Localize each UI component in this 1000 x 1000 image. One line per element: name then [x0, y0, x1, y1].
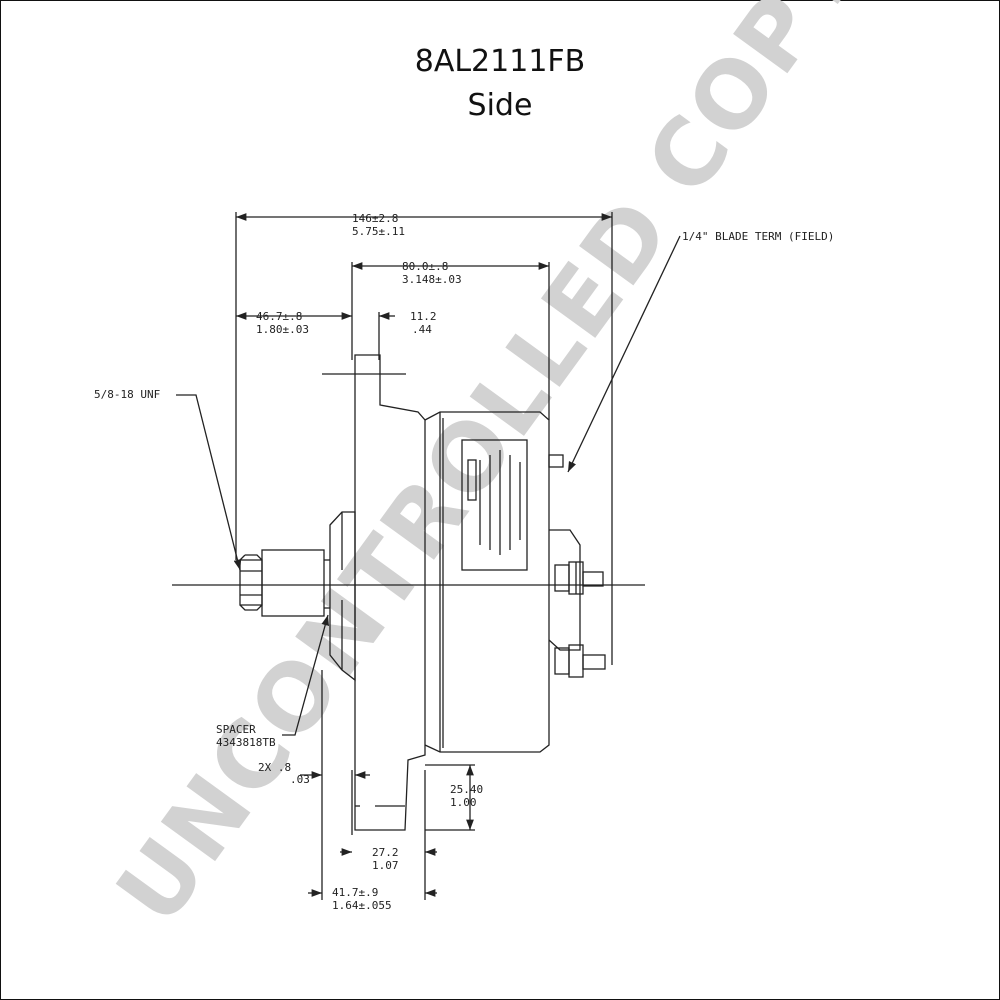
regulator-fins	[479, 450, 521, 555]
blade-term-label: 1/4" BLADE TERM (FIELD)	[682, 230, 834, 243]
dim-spacer-gap-mm: 2X .8	[258, 761, 291, 774]
dim-ear-offset-mm: 27.2	[372, 846, 399, 859]
dim-flange-mm: 11.2	[410, 310, 437, 323]
view-name: Side	[467, 88, 533, 123]
regulator-plate	[461, 439, 528, 571]
dim-spacer-gap-in: .03	[290, 773, 310, 786]
blade-terminal	[548, 454, 564, 468]
dim-shaft-mm: 46.7±.8	[256, 310, 302, 323]
spacer-label: SPACER	[216, 723, 256, 736]
output-stud	[554, 561, 604, 595]
ground-stud	[554, 644, 606, 678]
dim-flange-in: .44	[412, 323, 432, 336]
shaft-nut	[239, 554, 263, 611]
drawing-title: 8AL2111FB	[414, 44, 586, 79]
spacer-part-number: 4343818TB	[216, 736, 276, 749]
dim-housing-in: 3.148±.03	[402, 273, 462, 286]
dim-overall-in: 5.75±.11	[352, 225, 405, 238]
thread-leader	[176, 394, 242, 571]
dim-ear-offset-in: 1.07	[372, 859, 399, 872]
spacer-leader	[282, 614, 330, 736]
rear-housing	[424, 411, 550, 753]
blade-term-leader	[567, 235, 681, 473]
dim-ear-width-mm: 25.40	[450, 783, 483, 796]
dim-overall-mm: 146±2.8	[352, 212, 398, 225]
dim-ear-width-in: 1.00	[450, 796, 477, 809]
thread-label: 5/8-18 UNF	[94, 388, 160, 401]
dim-shaft-in: 1.80±.03	[256, 323, 309, 336]
watermark-text: UNCONTROLLED COPY	[96, 0, 881, 943]
mounting-ear	[354, 354, 426, 831]
dim-pulley-mm: 41.7±.9	[332, 886, 378, 899]
dim-pulley-in: 1.64±.055	[332, 899, 392, 912]
dim-housing-mm: 80.0±.8	[402, 260, 448, 273]
